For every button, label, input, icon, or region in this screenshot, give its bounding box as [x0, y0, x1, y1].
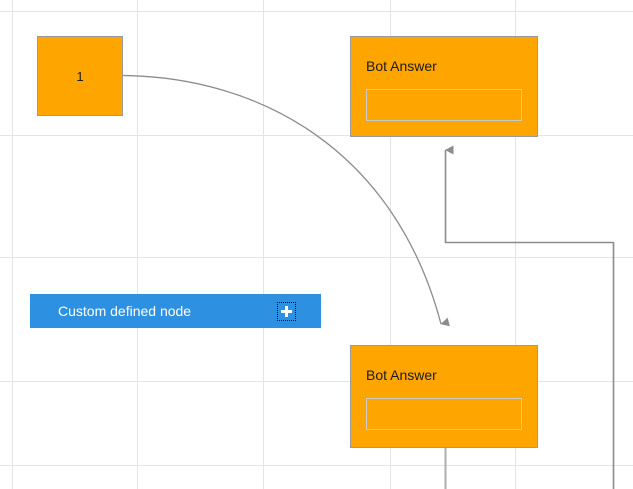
node-bot-answer-bottom[interactable]: Bot Answer: [350, 345, 538, 448]
connector-orthogonal-to-bot-answer-top[interactable]: [444, 145, 614, 244]
plus-icon[interactable]: [277, 301, 296, 321]
node-1[interactable]: 1: [37, 36, 123, 116]
node-bot-answer-bottom-title: Bot Answer: [366, 367, 437, 383]
plus-icon-vertical-stroke: [285, 305, 288, 317]
node-bot-answer-top-title: Bot Answer: [366, 58, 437, 74]
custom-defined-node-label: Custom defined node: [58, 303, 192, 319]
node-bot-answer-top-slot[interactable]: [366, 89, 522, 121]
custom-defined-node-bar[interactable]: Custom defined node: [30, 294, 321, 328]
connector-curved-node1-to-bot-answer-bottom[interactable]: [122, 74, 450, 327]
node-bot-answer-top[interactable]: Bot Answer: [350, 36, 538, 137]
node-1-label: 1: [76, 68, 84, 84]
node-bot-answer-bottom-slot[interactable]: [366, 398, 522, 430]
